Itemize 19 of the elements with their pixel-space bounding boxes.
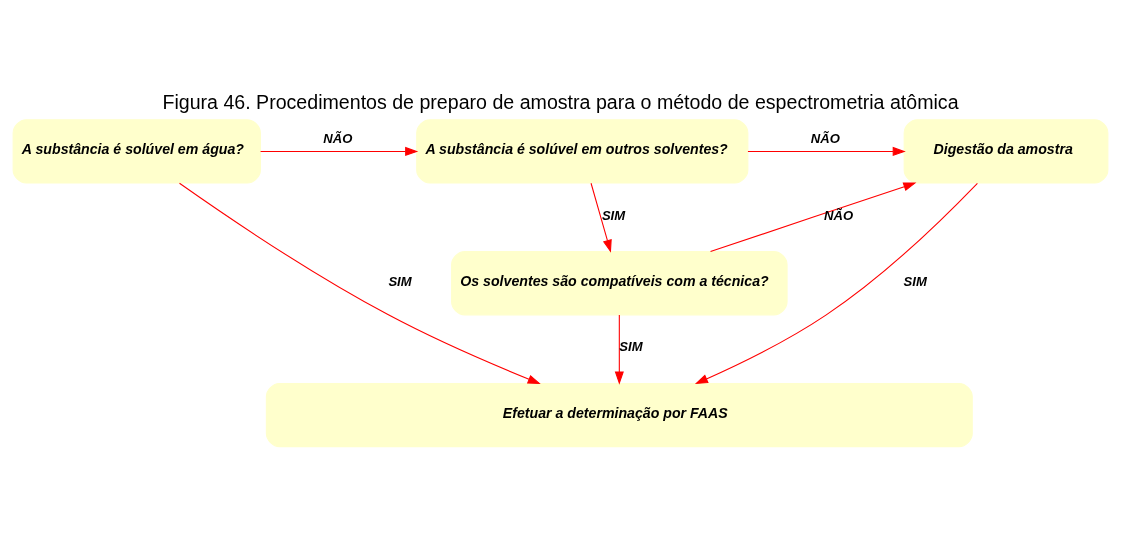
- arrow: [260, 146, 419, 157]
- arrow: [710, 182, 917, 253]
- arrow: [694, 182, 978, 385]
- node-box: Efetuar a determinação por FAAS: [265, 382, 973, 448]
- edge-label: NÃO: [810, 131, 840, 147]
- edge-label: NÃO: [323, 131, 353, 147]
- diagram-title: Figura 46. Procedimentos de preparo de amostra para o método de espectrometria atômica: [162, 91, 959, 114]
- node-box: A substância é solúvel em água?: [12, 119, 261, 184]
- arrow: [614, 314, 624, 385]
- arrow: [590, 182, 612, 253]
- edge-label: SIM: [601, 207, 626, 223]
- node-box: Digestão da amostra: [903, 119, 1109, 184]
- node-box: Os solventes são compatíveis com a técnica?: [451, 251, 788, 316]
- arrow: [747, 146, 906, 157]
- edge-label: SIM: [903, 273, 927, 289]
- edge-label: SIM: [388, 273, 412, 289]
- edge-label: NÃO: [824, 207, 854, 223]
- arrow: [178, 182, 541, 385]
- node-box: A substância é solúvel em outros solventes?: [416, 119, 749, 184]
